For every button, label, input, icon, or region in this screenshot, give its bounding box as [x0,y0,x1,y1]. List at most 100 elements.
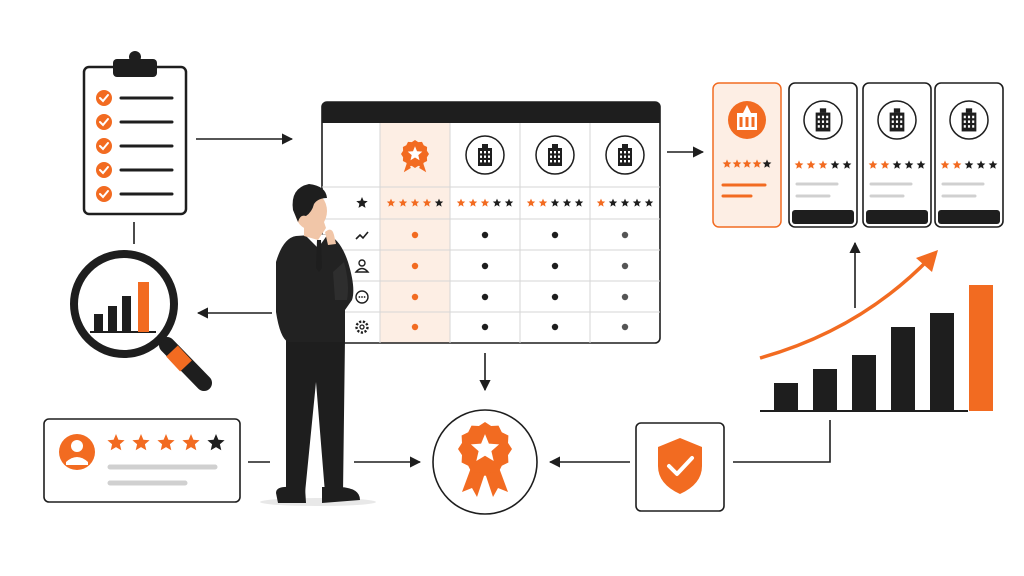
comparison-table [321,101,661,344]
column-rating [596,198,654,207]
value-dot [551,231,559,239]
magnifier-chart-icon [70,250,212,391]
star-icon [608,198,618,207]
value-dot [621,231,629,239]
star-icon [818,160,828,169]
ranked-cards [712,82,1004,228]
check-icon [96,186,112,202]
checklist-clipboard [82,51,188,216]
table-column [386,140,444,331]
connectors [133,133,861,468]
review-card [43,418,241,503]
check-icon [96,162,112,178]
star-icon [492,198,502,207]
value-dot [551,293,559,301]
checklist-item [96,114,174,130]
card-rating [794,160,852,169]
star-icon [356,197,368,208]
shield-check-card [635,422,725,512]
table-column [526,135,584,331]
checklist-item [96,186,174,202]
trend-up-icon [355,231,369,240]
star-icon [550,198,560,207]
star-icon [952,160,962,169]
value-dot [551,323,559,331]
star-icon [632,198,642,207]
star-icon [526,198,536,207]
star-icon [742,159,752,168]
value-dot [621,293,629,301]
star-icon [732,159,742,168]
ranked-card [712,82,782,228]
check-icon [96,114,112,130]
growth-bar [813,369,837,411]
ranked-card [862,82,932,228]
value-dot [411,293,419,301]
star-icon [892,160,902,169]
star-icon [562,198,572,207]
star-icon [434,198,444,207]
award-badge-icon [458,422,512,476]
star-icon [880,160,890,169]
star-icon [842,160,852,169]
column-rating [386,198,444,207]
star-icon [456,198,466,207]
gear-icon [355,320,369,334]
ranked-card [934,82,1004,228]
value-dot [481,293,489,301]
value-dot [621,323,629,331]
star-icon [480,198,490,207]
value-dot [481,262,489,270]
growth-bar [891,327,915,411]
building-icon [618,144,632,166]
chat-icon [355,290,369,304]
star-icon [976,160,986,169]
card-rating [722,159,772,168]
landmark-icon [737,105,757,130]
value-dot [411,262,419,270]
value-dot [621,262,629,270]
star-icon [722,159,732,168]
star-icon [964,160,974,169]
star-icon [422,198,432,207]
table-column [596,135,654,331]
growth-bar [852,355,876,411]
star-icon [107,434,125,451]
growth-bar [774,383,798,411]
award-badge-icon [401,140,429,173]
value-dot [411,231,419,239]
star-icon [940,160,950,169]
star-icon [988,160,998,169]
star-icon [207,434,225,451]
star-icon [644,198,654,207]
card-rating [868,160,926,169]
star-icon [504,198,514,207]
building-icon [478,144,492,166]
star-icon [157,434,175,451]
star-icon [468,198,478,207]
building-icon [815,108,831,132]
value-dot [411,323,419,331]
star-icon [574,198,584,207]
building-icon [961,108,977,132]
card-rating [940,160,998,169]
building-icon [889,108,905,132]
checklist-item [96,162,174,178]
star-icon [904,160,914,169]
star-icon [620,198,630,207]
businessman-figure [260,184,376,506]
column-rating [456,198,514,207]
star-icon [596,198,606,207]
star-icon [182,434,200,451]
award-circle [432,409,538,515]
check-icon [96,138,112,154]
star-icon [752,159,762,168]
table-column [456,135,514,331]
star-icon [830,160,840,169]
star-icon [398,198,408,207]
star-icon [794,160,804,169]
building-icon [548,144,562,166]
star-icon [386,198,396,207]
star-icon [538,198,548,207]
